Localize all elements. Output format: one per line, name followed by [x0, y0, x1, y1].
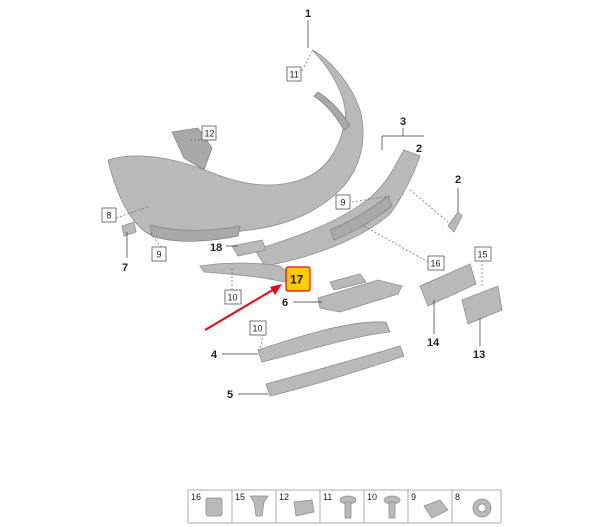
trim-6: [317, 273, 403, 313]
license-plate-holder-14: [419, 263, 477, 307]
svg-text:10: 10: [253, 324, 263, 334]
ref-box-12: 12: [201, 125, 217, 141]
ref-box-9: 9: [335, 194, 351, 210]
ref-box-15: 15: [474, 246, 492, 262]
ref-box-8: 8: [101, 207, 117, 223]
legend-item-11: 11: [323, 492, 357, 519]
highlighted-part-17[interactable]: 17: [285, 266, 311, 292]
callout-2: 2: [416, 143, 422, 155]
legend-item-15: 15: [235, 492, 269, 517]
callout-13: 13: [473, 349, 485, 361]
ref-box-10: 10: [249, 320, 267, 336]
svg-text:10: 10: [367, 492, 377, 502]
lower-cover-4: [257, 321, 391, 363]
rear-diffuser-assembly: [254, 149, 421, 267]
legend-item-8: 8: [455, 492, 492, 518]
bracket-18: [231, 239, 267, 257]
svg-text:12: 12: [279, 492, 289, 502]
clamp-icon: [423, 499, 449, 519]
svg-text:8: 8: [455, 492, 460, 502]
callout-1: 1: [305, 8, 311, 20]
nut-icon: [205, 497, 223, 517]
svg-text:11: 11: [290, 70, 299, 80]
svg-text:11: 11: [323, 492, 332, 502]
svg-text:9: 9: [411, 492, 416, 502]
boxed-refs: 11 12 8 9 9 16 15 10 10: [101, 66, 492, 336]
ref-box-16: 16: [427, 255, 445, 271]
highlight-arrow: [204, 284, 282, 331]
clip-7: [121, 221, 137, 237]
svg-text:15: 15: [478, 250, 488, 260]
clip-icon: [249, 495, 269, 517]
callout-5: 5: [227, 389, 233, 401]
ref-box-10: 10: [224, 289, 242, 305]
svg-text:16: 16: [191, 492, 201, 502]
bracket-2: [447, 211, 463, 233]
svg-text:15: 15: [235, 492, 245, 502]
lower-cover-5: [265, 345, 405, 397]
callout-4: 4: [211, 349, 218, 361]
svg-text:12: 12: [205, 129, 215, 139]
ref-box-9: 9: [151, 246, 167, 262]
ref-box-11: 11: [286, 66, 302, 82]
svg-text:16: 16: [431, 259, 441, 269]
highlighted-part-label: 17: [290, 273, 304, 287]
bumper-cover: [107, 49, 364, 242]
svg-text:9: 9: [157, 250, 162, 260]
callout-numbers: 1 3 2 2 7 18 6 4 5 14 13: [122, 8, 485, 401]
svg-text:10: 10: [228, 293, 238, 303]
license-plate-13: [461, 285, 503, 325]
legend-item-12: 12: [279, 492, 315, 517]
callout-14: 14: [427, 337, 440, 349]
trim-strip-17: [199, 262, 293, 283]
callout-2: 2: [455, 174, 461, 186]
callout-7: 7: [122, 262, 128, 274]
svg-text:9: 9: [341, 198, 346, 208]
fastener-legend: 16 15 12 11 10 9 8: [187, 489, 502, 524]
callout-6: 6: [282, 297, 288, 309]
legend-item-9: 9: [411, 492, 449, 519]
callout-3: 3: [400, 116, 406, 128]
bracket-icon: [293, 499, 315, 517]
legend-item-10: 10: [367, 492, 401, 519]
svg-text:8: 8: [107, 211, 112, 221]
callout-18: 18: [210, 242, 222, 254]
legend-item-16: 16: [191, 492, 223, 517]
